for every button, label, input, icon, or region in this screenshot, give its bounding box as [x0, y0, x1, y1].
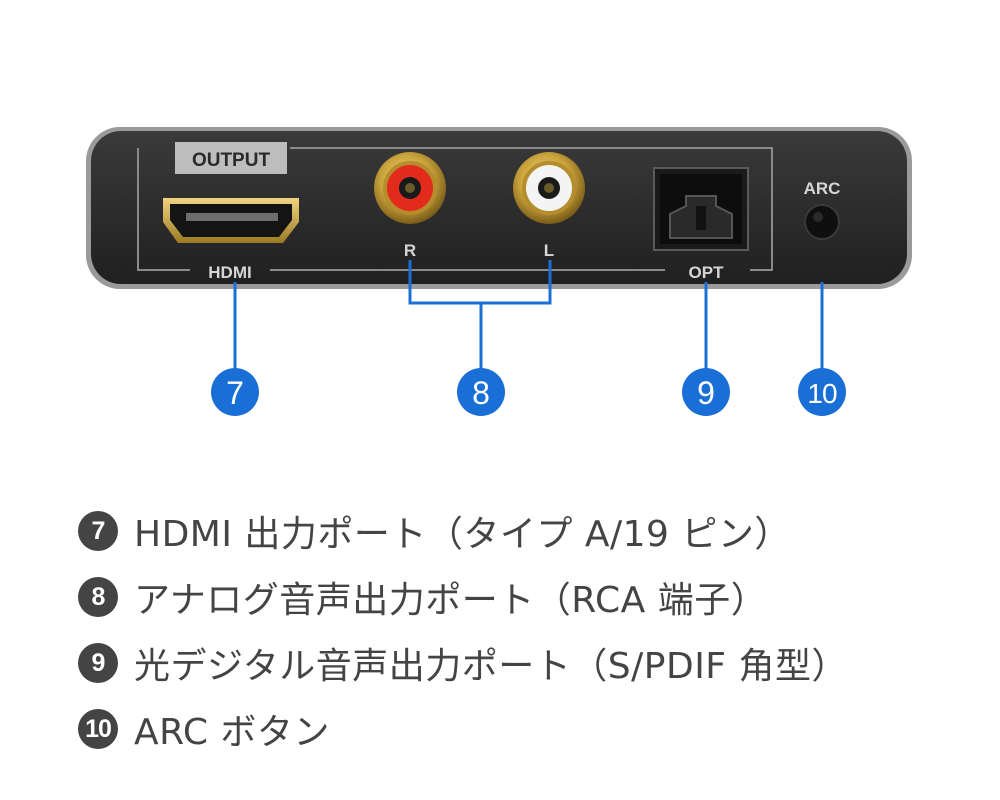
- output-label: OUTPUT: [192, 150, 271, 171]
- callout-7-number: 7: [226, 375, 244, 411]
- legend-text-8: アナログ音声出力ポート（RCA 端子）: [134, 580, 768, 621]
- callout-7: 7: [211, 368, 259, 416]
- callout-8-number: 8: [472, 375, 490, 411]
- hdmi-label: HDMI: [208, 263, 251, 282]
- legend-badge-7: 7: [78, 511, 118, 551]
- legend-text-9: 光デジタル音声出力ポート（S/PDIF 角型）: [134, 646, 848, 687]
- legend-item-10: 10 ARC ボタン: [78, 696, 978, 762]
- callout-8: 8: [457, 368, 505, 416]
- legend-item-8: 8 アナログ音声出力ポート（RCA 端子）: [78, 564, 978, 630]
- hdmi-port: [163, 198, 299, 243]
- callout-10-number: 10: [807, 378, 837, 409]
- optical-port: [653, 167, 749, 251]
- optical-label: OPT: [689, 263, 725, 282]
- legend-badge-9: 9: [78, 643, 118, 683]
- arc-button[interactable]: [804, 204, 840, 240]
- callout-10: 10: [798, 368, 846, 416]
- legend-list: 7 HDMI 出力ポート（タイプ A/19 ピン） 8 アナログ音声出力ポート（…: [78, 498, 978, 762]
- legend-badge-8: 8: [78, 577, 118, 617]
- legend-item-7: 7 HDMI 出力ポート（タイプ A/19 ピン）: [78, 498, 978, 564]
- rca-left-label: L: [544, 241, 554, 260]
- legend-text-10: ARC ボタン: [134, 712, 330, 753]
- output-label-box: [175, 142, 287, 174]
- device-diagram: OUTPUT HDMI R L OPT ARC: [86, 127, 912, 416]
- arc-label: ARC: [804, 179, 841, 198]
- callout-9-number: 9: [697, 375, 715, 411]
- rca-left-jack: [513, 152, 585, 224]
- legend-text-7: HDMI 出力ポート（タイプ A/19 ピン）: [134, 514, 791, 555]
- rca-right-label: R: [404, 241, 416, 260]
- panel-frame: [137, 147, 773, 271]
- legend-item-9: 9 光デジタル音声出力ポート（S/PDIF 角型）: [78, 630, 978, 696]
- callout-9: 9: [682, 368, 730, 416]
- legend-badge-10: 10: [78, 709, 118, 749]
- rca-right-jack: [374, 152, 446, 224]
